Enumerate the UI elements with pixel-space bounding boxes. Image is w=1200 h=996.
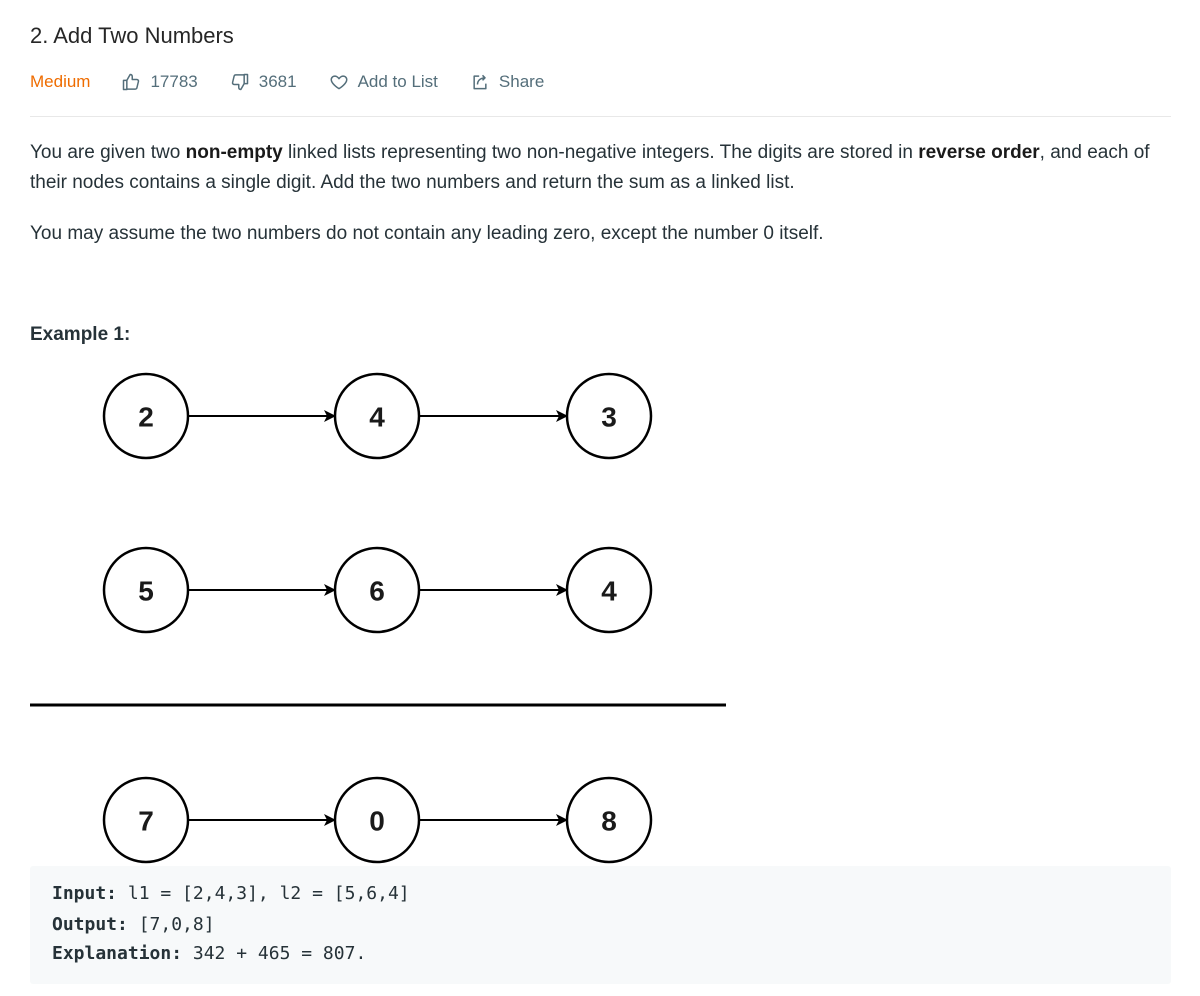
add-to-list-button[interactable]: Add to List xyxy=(329,72,438,92)
list-node-value: 8 xyxy=(601,806,617,837)
like-count: 17783 xyxy=(150,72,198,91)
list-node-circle xyxy=(102,776,190,864)
highlight-non-empty: non-empty xyxy=(185,142,283,163)
list-node: 8 xyxy=(565,776,653,864)
share-icon xyxy=(473,74,487,90)
list-node-circle xyxy=(102,372,190,460)
list-node-circle xyxy=(102,546,190,634)
dislike-count: 3681 xyxy=(258,72,297,91)
list-node-value: 0 xyxy=(369,806,385,837)
example-explanation-value: 342 + 465 = 807. xyxy=(182,943,367,964)
share-button[interactable]: Share xyxy=(470,72,544,92)
description-paragraph-1: You are given two non-empty linked lists… xyxy=(30,142,1150,193)
list-node: 3 xyxy=(565,372,653,460)
list-node: 6 xyxy=(333,546,421,634)
linked-list-diagram: 2 4 3 5 6 4 7 0 8 xyxy=(30,372,726,864)
list-node: 7 xyxy=(102,776,190,864)
list-node-value: 3 xyxy=(601,402,617,433)
example-output-value: [7,0,8] xyxy=(127,914,215,935)
like-button[interactable]: 17783 xyxy=(121,72,198,92)
list-node-value: 2 xyxy=(138,402,154,433)
example-input-value: l1 = [2,4,3], l2 = [5,6,4] xyxy=(117,883,410,904)
list-node-circle xyxy=(565,372,653,460)
problem-meta-bar: Medium 17783 3681 Add to List Share xyxy=(30,70,576,94)
list-node-value: 5 xyxy=(138,576,154,607)
share-label: Share xyxy=(498,72,545,91)
add-to-list-label: Add to List xyxy=(357,72,438,91)
list-node: 4 xyxy=(333,372,421,460)
difficulty-badge: Medium xyxy=(30,72,91,91)
list-node-value: 4 xyxy=(601,576,617,607)
list-node-circle xyxy=(565,776,653,864)
list-node-value: 6 xyxy=(369,576,385,607)
dislike-button[interactable]: 3681 xyxy=(230,72,297,92)
list-node-circle xyxy=(565,546,653,634)
example-heading: Example 1: xyxy=(30,324,131,345)
list-node-circle xyxy=(333,546,421,634)
list-node: 2 xyxy=(102,372,190,460)
list-node: 0 xyxy=(333,776,421,864)
list-node-circle xyxy=(333,372,421,460)
highlight-reverse-order: reverse order xyxy=(918,142,1040,163)
example-explanation-line: Explanation: 342 + 465 = 807. xyxy=(52,943,367,964)
thumbs-up-icon xyxy=(123,73,140,91)
list-node-value: 7 xyxy=(138,806,154,837)
list-node-value: 4 xyxy=(369,402,385,433)
example-input-line: Input: l1 = [2,4,3], l2 = [5,6,4] xyxy=(52,883,410,904)
list-node: 4 xyxy=(565,546,653,634)
heart-icon xyxy=(330,75,348,90)
header-divider xyxy=(30,116,1171,117)
list-node: 5 xyxy=(102,546,190,634)
example-output-line: Output: [7,0,8] xyxy=(52,914,215,935)
list-node-circle xyxy=(333,776,421,864)
thumbs-down-icon xyxy=(231,73,248,91)
description-paragraph-2: You may assume the two numbers do not co… xyxy=(30,223,824,244)
problem-title: 2. Add Two Numbers xyxy=(30,23,234,48)
example-code-block: Input: l1 = [2,4,3], l2 = [5,6,4] Output… xyxy=(30,866,1171,984)
